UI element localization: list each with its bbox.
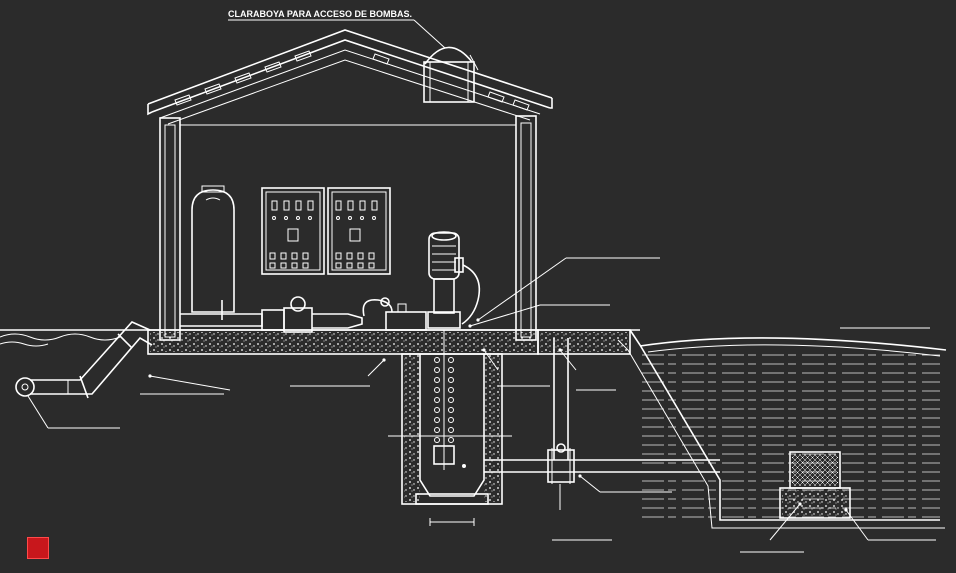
discharge-piping <box>180 296 427 333</box>
reservoir <box>617 329 947 529</box>
annotation-leaders <box>27 257 936 553</box>
leader-dots <box>148 318 848 512</box>
roof <box>147 29 553 125</box>
walls <box>159 115 537 341</box>
control-panel-left <box>261 187 325 275</box>
control-panel-right <box>327 187 391 275</box>
well-shaft <box>388 330 512 526</box>
skylight-callout: CLARABOYA PARA ACCESO DE BOMBAS. <box>228 9 446 49</box>
vertical-pump <box>427 231 481 329</box>
red-square-marker-icon <box>27 537 49 559</box>
pressure-tank <box>191 185 235 320</box>
floor-slab <box>147 329 640 355</box>
skylight-label: CLARABOYA PARA ACCESO DE BOMBAS. <box>228 9 412 19</box>
suction-pipe <box>15 321 153 399</box>
skylight-dome <box>423 46 479 103</box>
